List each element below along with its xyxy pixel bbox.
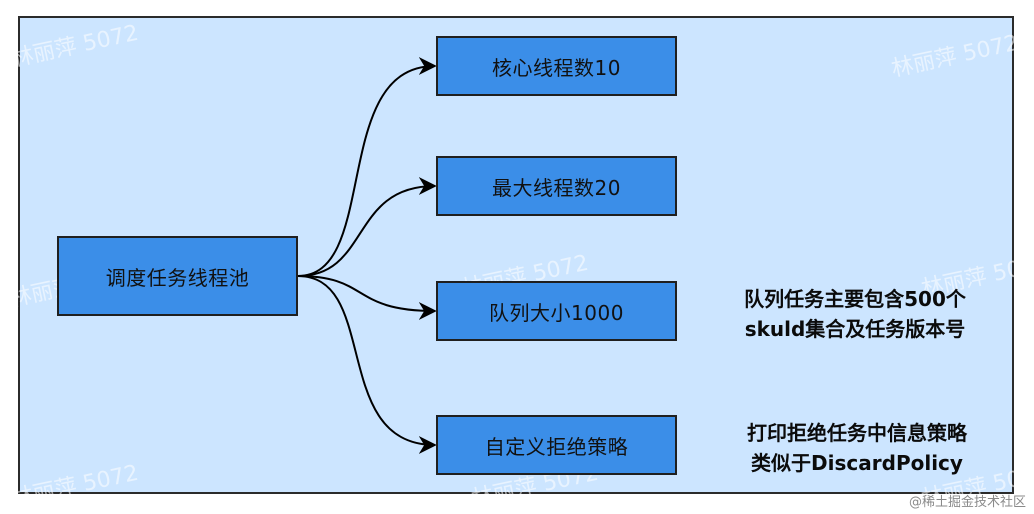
root-node-label: 调度任务线程池	[105, 265, 250, 290]
edge-reject	[297, 275, 437, 454]
source-credit: @稀土掘金技术社区	[908, 495, 1026, 510]
node-label: 自定义拒绝策略	[484, 434, 629, 459]
note-line: skuld集合及任务版本号	[744, 317, 966, 341]
node-core-threads[interactable]: 核心线程数10	[436, 36, 677, 96]
note-reject: 打印拒绝任务中信息策略 类似于DiscardPolicy	[712, 418, 1002, 478]
node-label: 核心线程数10	[492, 55, 621, 80]
edge-core	[297, 57, 437, 277]
edge-queue	[297, 275, 437, 320]
note-line: 打印拒绝任务中信息策略	[747, 421, 967, 445]
node-queue-size[interactable]: 队列大小1000	[436, 281, 677, 341]
note-queue: 队列任务主要包含500个 skuld集合及任务版本号	[720, 284, 990, 344]
node-label: 最大线程数20	[492, 175, 621, 200]
edge-max	[297, 177, 437, 277]
note-line: 队列任务主要包含500个	[744, 287, 966, 311]
node-reject-policy[interactable]: 自定义拒绝策略	[436, 415, 677, 475]
root-node[interactable]: 调度任务线程池	[57, 236, 298, 316]
node-label: 队列大小1000	[489, 300, 624, 325]
note-line: 类似于DiscardPolicy	[751, 451, 963, 475]
node-max-threads[interactable]: 最大线程数20	[436, 156, 677, 216]
